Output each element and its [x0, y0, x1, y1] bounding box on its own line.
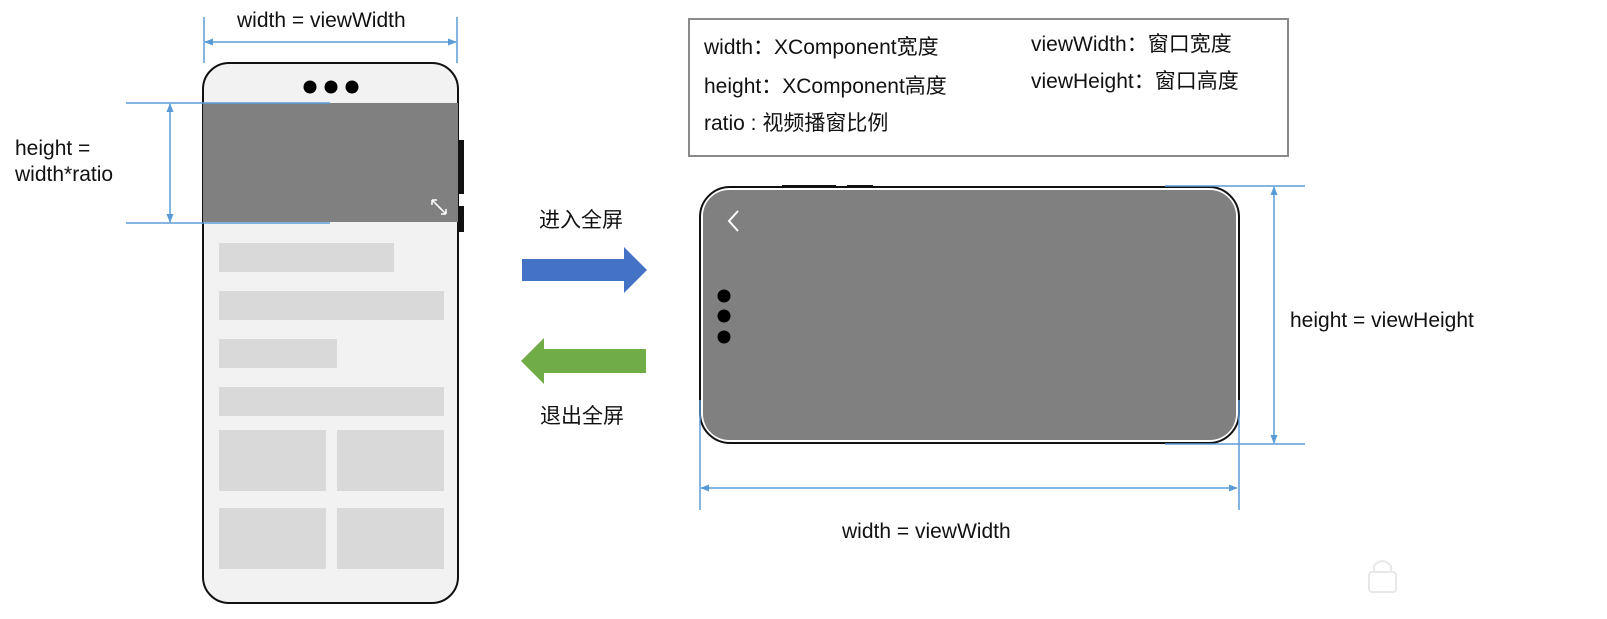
legend-box: width：XComponent宽度 height：XComponent高度 r…	[688, 18, 1289, 157]
content-block	[219, 339, 337, 368]
legend-height: height：XComponent高度	[704, 75, 947, 98]
portrait-phone	[202, 62, 464, 604]
legend-view-width: viewWidth：窗口宽度	[1031, 33, 1232, 56]
exit-fullscreen-label: 退出全屏	[540, 405, 624, 428]
legend-view-height: viewHeight：窗口高度	[1031, 70, 1239, 93]
enter-fullscreen-label: 进入全屏	[539, 209, 623, 232]
content-block	[219, 291, 444, 320]
expand-icon[interactable]	[431, 199, 447, 215]
legend-ratio: ratio : 视频播窗比例	[704, 112, 889, 135]
chevron-left-icon[interactable]	[727, 210, 739, 232]
landscape-width-dimension	[699, 400, 1240, 510]
content-block	[219, 387, 444, 416]
landscape-width-label: width = viewWidth	[842, 520, 1011, 543]
lock-icon	[1368, 560, 1397, 593]
exit-fullscreen-arrow	[521, 338, 646, 384]
landscape-height-dimension	[1165, 185, 1305, 445]
content-block	[219, 430, 326, 491]
portrait-content-list	[219, 243, 444, 569]
landscape-video-area	[703, 190, 1236, 440]
content-block	[337, 430, 444, 491]
legend-width: width：XComponent宽度	[704, 36, 939, 59]
portrait-width-dimension	[203, 17, 458, 63]
dots-horizontal-icon	[303, 80, 359, 94]
content-block	[337, 508, 444, 569]
landscape-height-label: height = viewHeight	[1290, 309, 1474, 332]
portrait-side-button-top	[458, 140, 464, 194]
content-block	[219, 508, 326, 569]
portrait-height-label-line2: width*ratio	[15, 163, 114, 186]
content-block	[219, 243, 394, 272]
portrait-height-label-line1: height =	[15, 137, 91, 160]
portrait-height-dimension	[126, 102, 330, 224]
enter-fullscreen-arrow	[522, 247, 647, 293]
portrait-width-label: width = viewWidth	[237, 9, 406, 32]
landscape-phone	[699, 185, 1240, 444]
portrait-side-button-bottom	[458, 206, 464, 232]
dots-vertical-icon[interactable]	[717, 289, 731, 344]
portrait-video-area	[203, 103, 458, 222]
